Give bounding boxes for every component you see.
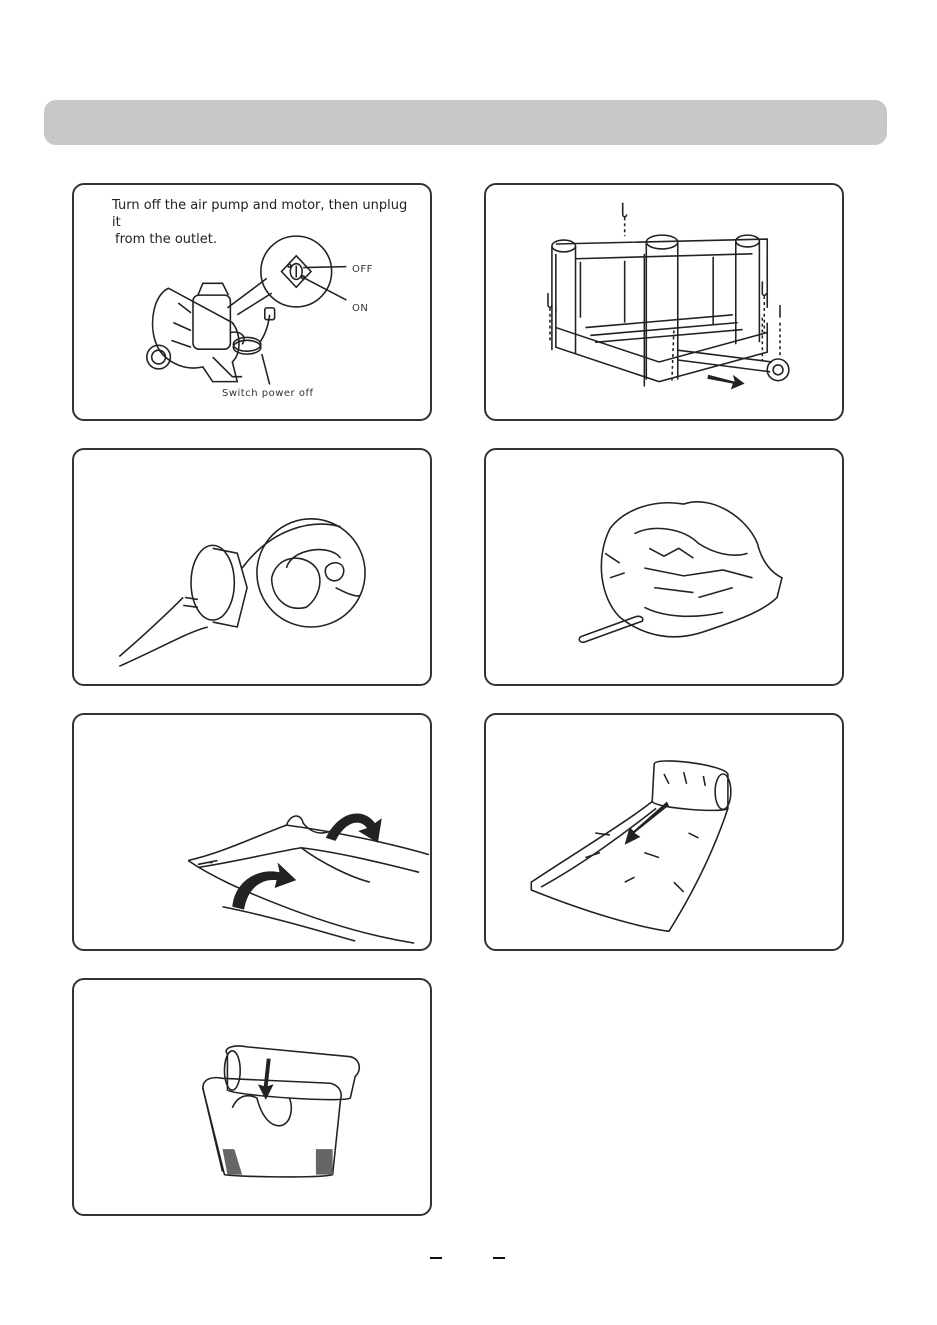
deflated-bouncer-illustration — [486, 450, 842, 684]
bouncer-illustration — [486, 185, 842, 419]
step-panel-fold — [72, 713, 432, 951]
section-header-bar — [44, 100, 887, 145]
on-label: ON — [352, 303, 368, 314]
step-panel-remove-stakes — [484, 183, 844, 421]
rolling-illustration — [486, 715, 842, 949]
step-panel-deflate — [484, 448, 844, 686]
folding-illustration — [74, 715, 430, 949]
step-panel-tie-tube — [72, 448, 432, 686]
step-panel-power-off: Turn off the air pump and motor, then un… — [72, 183, 432, 421]
off-label: OFF — [352, 264, 373, 275]
page-mark-right — [493, 1257, 505, 1259]
step-panel-roll — [484, 713, 844, 951]
tube-tie-illustration — [74, 450, 430, 684]
storage-bag-illustration — [74, 980, 430, 1214]
page-mark-left — [430, 1257, 442, 1259]
blower-illustration — [74, 185, 430, 419]
switch-power-off-label: Switch power off — [222, 388, 314, 399]
step-panel-pack-bag — [72, 978, 432, 1216]
